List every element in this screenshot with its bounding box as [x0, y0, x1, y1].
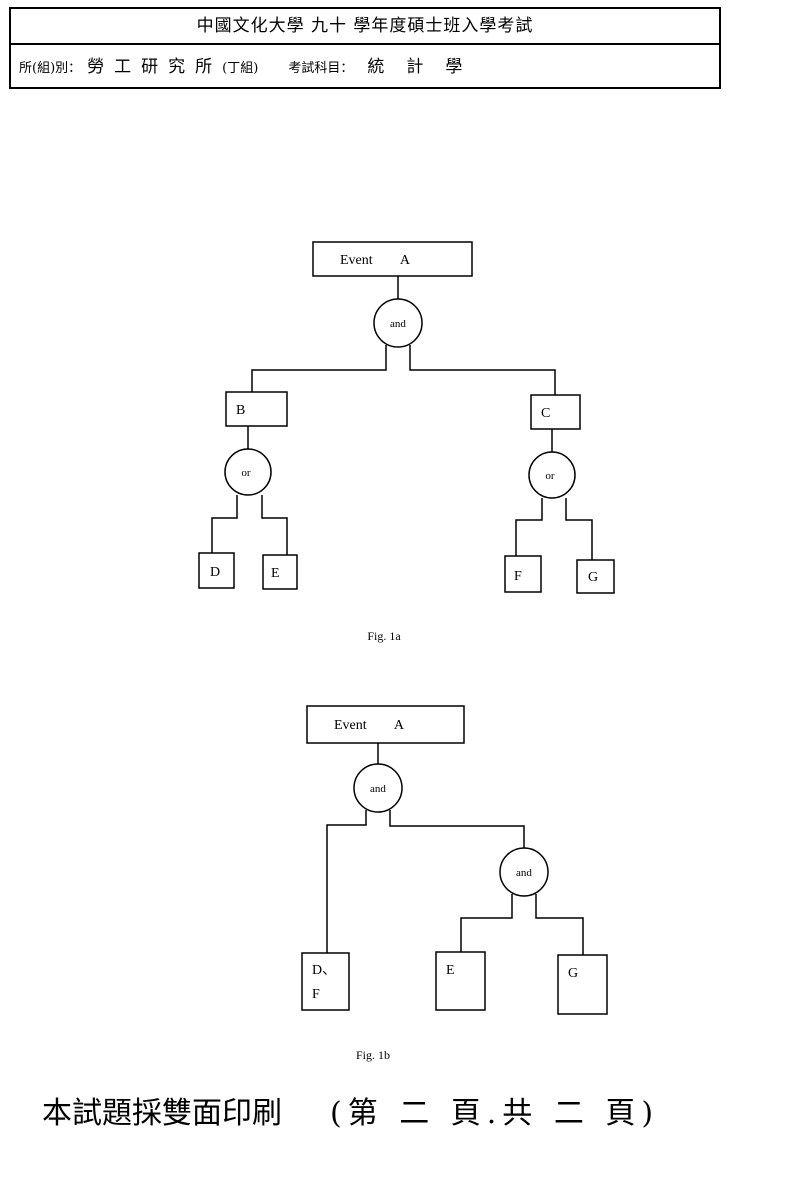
d-label: D: [210, 565, 220, 580]
and-gate-right: [499, 847, 549, 897]
exam-info-row: 所(組)別： 勞工研究所(丁組) 考試科目： 統計學: [11, 45, 719, 89]
exam-header: 中國文化大學 九十 學年度碩士班入學考試 所(組)別： 勞工研究所(丁組) 考試科目…: [9, 7, 721, 89]
b-box: [225, 391, 288, 427]
e-box: [435, 951, 486, 1011]
or-gate-c: [528, 451, 576, 499]
b-label: B: [236, 403, 245, 418]
and-gate-right-label: and: [516, 867, 532, 879]
fig1b: Event A and and D、 F E G Fig. 1b: [301, 705, 608, 1062]
exam-title: 中國文化大學 九十 學年度碩士班入學考試: [11, 9, 719, 45]
e-label: E: [271, 566, 280, 581]
e-label: E: [446, 963, 455, 978]
and-gate: [373, 298, 423, 348]
dept-value: 勞工研究所: [87, 57, 223, 77]
group-value: (丁組): [222, 61, 259, 76]
c-box: [530, 394, 581, 430]
df-label-line1: D、: [312, 963, 336, 978]
g-box: [557, 954, 608, 1015]
g-label: G: [588, 570, 598, 585]
d-box: [198, 552, 235, 589]
f-box: [504, 555, 542, 593]
footer-note: 本試題採雙面印刷 (第 二 頁.共 二 頁): [42, 1088, 659, 1132]
dept-label: 所(組)別：: [19, 61, 82, 76]
or-gate-b-label: or: [241, 467, 251, 479]
subject-value: 統計學: [367, 57, 485, 77]
or-gate-c-label: or: [545, 470, 555, 482]
and-gate-label: and: [370, 783, 386, 795]
event-a-label: Event A: [334, 718, 405, 733]
fig1a: Event A and B C or or D E F G Fig. 1a: [198, 241, 615, 643]
df-box: [301, 952, 350, 1011]
fig1a-caption: Fig. 1a: [367, 629, 401, 643]
and-gate: [353, 763, 403, 813]
c-label: C: [541, 406, 550, 421]
print-note: 本試題採雙面印刷: [42, 1096, 282, 1131]
g-label: G: [568, 966, 578, 981]
page-indicator: (第 二 頁.共 二 頁): [330, 1096, 660, 1131]
event-a-box: [306, 705, 465, 744]
f-label: F: [514, 569, 522, 584]
event-a-label: Event A: [340, 253, 411, 268]
e-box: [262, 554, 298, 590]
fig1b-caption: Fig. 1b: [356, 1048, 390, 1062]
and-gate-label: and: [390, 318, 406, 330]
df-label-line2: F: [312, 987, 320, 1002]
g-box: [576, 559, 615, 594]
or-gate-b: [224, 448, 272, 496]
event-a-box: [312, 241, 473, 277]
subject-label: 考試科目：: [288, 61, 354, 76]
